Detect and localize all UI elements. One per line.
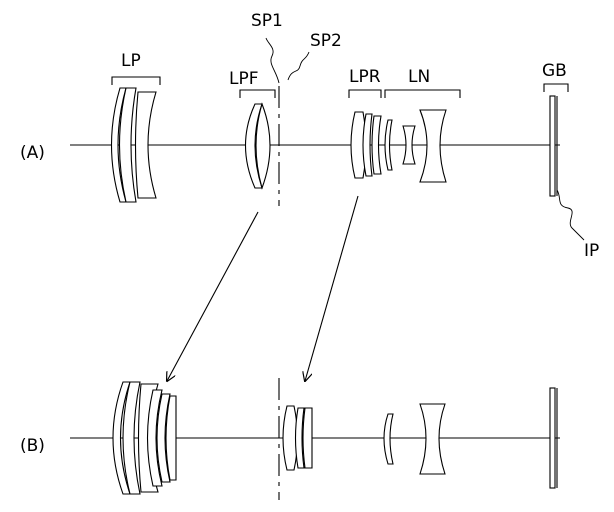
label-sp1: SP1 <box>251 11 283 31</box>
lpr-b-lens-3 <box>303 408 312 468</box>
leader-sp2 <box>288 52 309 80</box>
leader-sp1 <box>266 38 279 83</box>
bracket-lp-a <box>112 77 160 85</box>
lens-group-lpr-a <box>351 112 392 178</box>
ln-lens-2 <box>420 110 446 182</box>
state-a-diagram <box>70 38 584 240</box>
lens-group-ln-a <box>403 110 446 182</box>
label-lpr: LPR <box>349 67 381 87</box>
label-sp2: SP2 <box>310 31 342 51</box>
leader-ip <box>557 190 584 240</box>
bracket-gb-a <box>544 84 568 92</box>
arrow-lpf-to-b <box>167 212 258 381</box>
label-state-b: (B) <box>20 436 45 456</box>
arrow-lpr-to-b <box>305 196 358 381</box>
ln-b-lens-2 <box>420 404 445 474</box>
lens-group-lpf-a <box>246 104 271 188</box>
label-lp: LP <box>121 51 141 71</box>
glass-block-a <box>550 96 555 196</box>
bracket-lpf-a <box>240 90 275 98</box>
bracket-lpr-a <box>349 90 381 98</box>
lens-group-lp-b <box>113 382 176 494</box>
bracket-ln-a <box>385 90 460 98</box>
lens-group-lpr-b <box>283 406 312 470</box>
lens-group-ln-b <box>384 404 445 474</box>
label-lpf: LPF <box>229 69 259 89</box>
label-ip: IP <box>584 241 599 261</box>
lp-b-lens-6 <box>166 396 176 480</box>
label-state-a: (A) <box>20 143 45 163</box>
state-b-diagram <box>70 378 560 500</box>
label-ln: LN <box>408 67 430 87</box>
glass-block-b <box>550 388 555 488</box>
label-gb: GB <box>542 61 567 81</box>
ln-b-lens-1 <box>384 414 393 464</box>
